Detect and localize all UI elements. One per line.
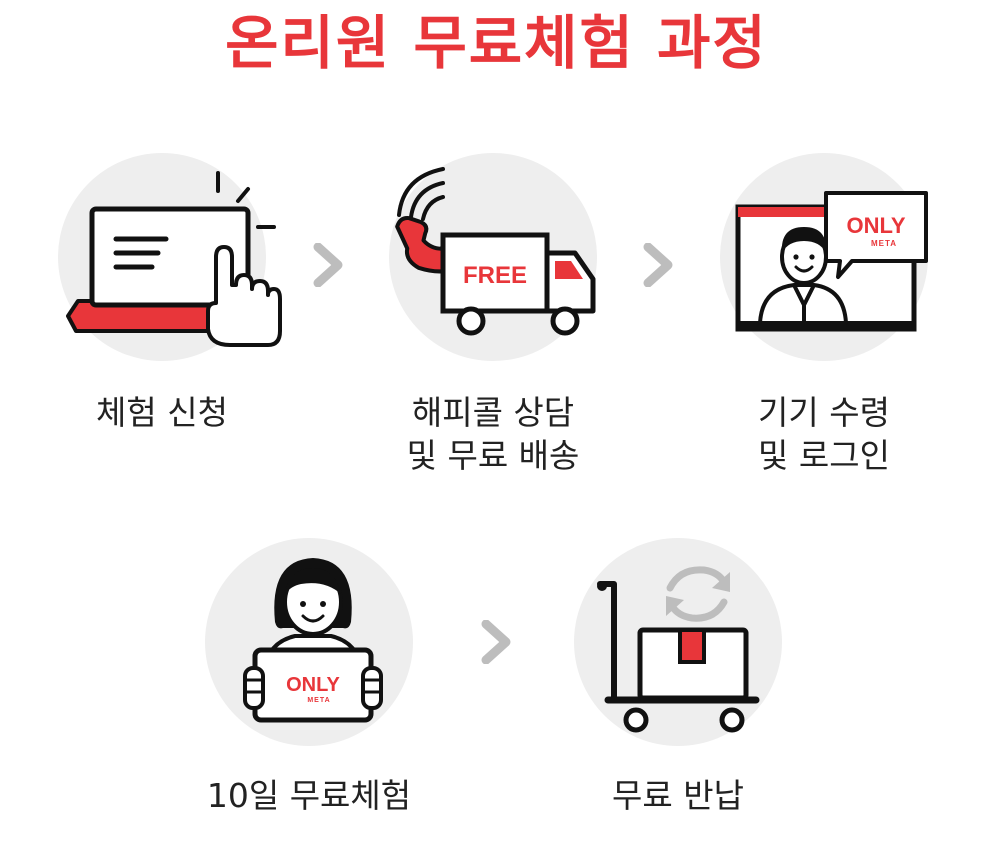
step-4-label: 10일 무료체험 [206,776,412,815]
page-title: 온리원 무료체험 과정 [225,9,768,77]
step-4-logo-text: ONLY [286,674,340,696]
cart-return-icon [597,566,760,733]
step-2-label-line2: 및 무료 배송 [406,436,580,475]
phone-truck-icon: FREE [395,167,596,336]
step-3-label-line1: 기기 수령 [758,393,890,432]
person-tablet-icon: ONLY META [243,558,383,723]
step-1-label: 체험 신청 [96,393,228,432]
truck-free-text: FREE [463,262,527,289]
video-login-icon: ONLY META [735,191,928,332]
chevron-right-icon [313,243,343,287]
chevron-right-icon [481,620,511,664]
step-5-label: 무료 반납 [612,776,744,815]
step-3-logo-text: ONLY [846,213,905,238]
step-3-label-line2: 및 로그인 [758,436,890,475]
step-2-label-line1: 해피콜 상담 [411,393,575,432]
laptop-touch-icon [66,171,282,347]
step-3-logo-sub: META [871,239,897,248]
chevron-right-icon [643,243,673,287]
step-4-logo-sub: META [307,697,330,704]
